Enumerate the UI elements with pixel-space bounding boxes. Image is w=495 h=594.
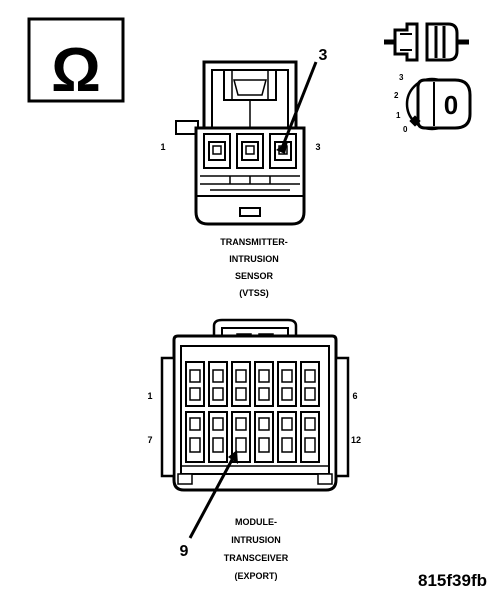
connector-vtss-pin-1: 1 <box>160 142 165 152</box>
module-label-line-1: MODULE- <box>235 517 277 527</box>
connector-module-label: MODULE- INTRUSION TRANSCEIVER (EXPORT) <box>224 517 289 581</box>
key-position-1: 1 <box>396 111 401 120</box>
key-position-3: 3 <box>399 73 404 82</box>
connector-vtss-callout: 3 <box>319 47 328 64</box>
module-label-line-4: (EXPORT) <box>234 571 277 581</box>
module-pin-1: 1 <box>147 391 152 401</box>
connector-module-transceiver <box>160 318 350 539</box>
figure-id: 815f39fb <box>418 571 487 590</box>
key-position-value: 0 <box>444 90 458 120</box>
key-position-2: 2 <box>394 91 399 100</box>
connector-vtss <box>175 60 318 226</box>
vtss-label-line-1: TRANSMITTER- <box>220 237 288 247</box>
module-label-line-3: TRANSCEIVER <box>224 553 289 563</box>
module-pin-6: 6 <box>352 391 357 401</box>
connector-disconnect-icon <box>384 22 469 62</box>
module-label-line-2: INTRUSION <box>231 535 281 545</box>
module-cavities <box>185 361 320 463</box>
connector-vtss-label: TRANSMITTER- INTRUSION SENSOR (VTSS) <box>220 237 288 298</box>
ohm-symbol: Ω <box>51 36 101 105</box>
vtss-label-line-4: (VTSS) <box>239 288 269 298</box>
module-pin-7: 7 <box>147 435 152 445</box>
ignition-key-icon: 3 2 1 0 0 <box>394 73 472 134</box>
vtss-label-line-3: SENSOR <box>235 271 274 281</box>
vtss-label-line-2: INTRUSION <box>229 254 279 264</box>
connector-vtss-pin-3: 3 <box>315 142 320 152</box>
key-position-0: 0 <box>403 125 408 134</box>
module-pin-12: 12 <box>351 435 361 445</box>
ohmmeter-icon: Ω <box>27 17 125 105</box>
connector-module-callout: 9 <box>180 543 189 560</box>
